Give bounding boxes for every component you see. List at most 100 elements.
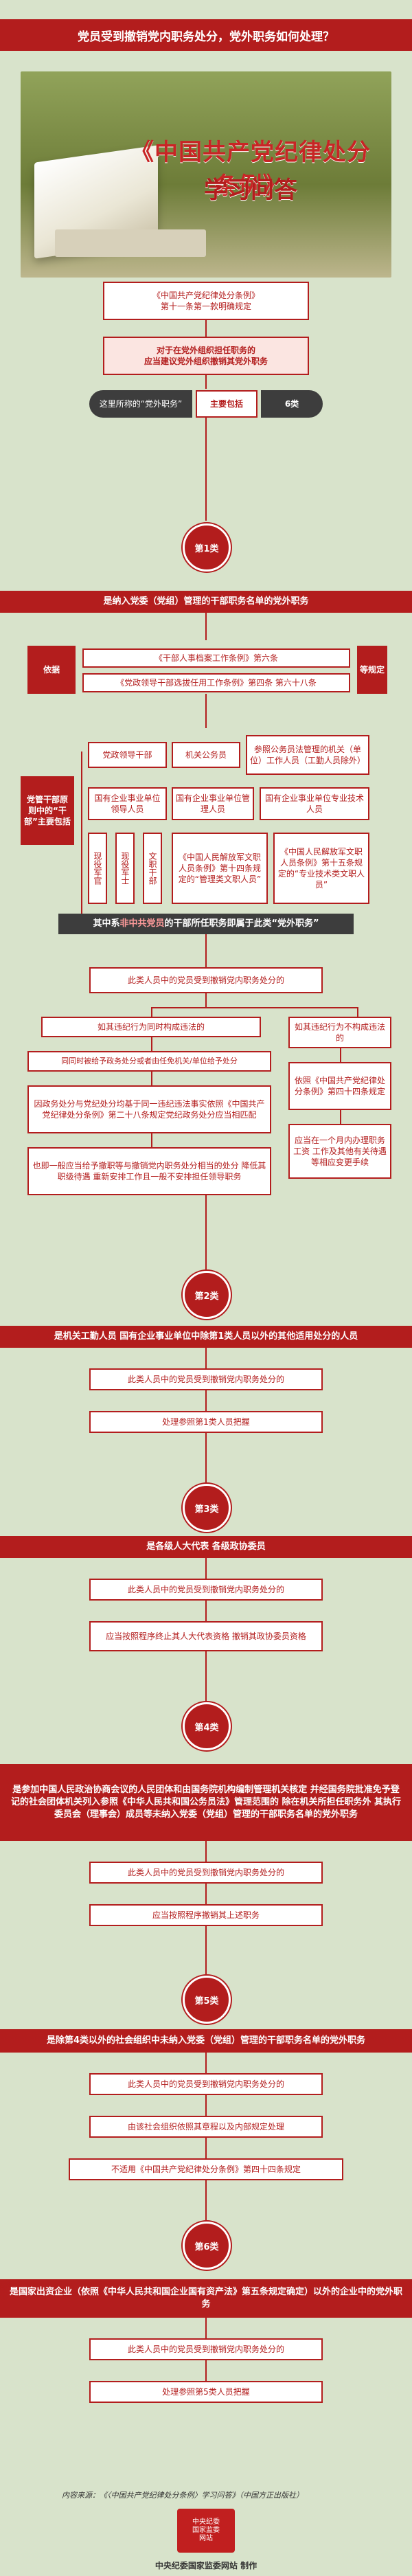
section-3-number: 第3类 <box>183 1484 231 1532</box>
section-1-basis-2: 《党政领导干部选拔任用工作条例》第四条 第六十八条 <box>82 673 350 692</box>
section-4-step-1: 此类人员中的党员受到撤销党内职务处分的 <box>89 1862 323 1884</box>
connector <box>205 1433 207 1484</box>
connector <box>205 1348 207 1368</box>
connector <box>340 1048 341 1062</box>
intro-include-mid: 主要包括 <box>196 390 258 418</box>
connector <box>205 418 207 521</box>
connector <box>151 1133 152 1147</box>
connector <box>205 1601 207 1621</box>
section-1-basis-right: 等规定 <box>357 646 387 694</box>
section-3-step-2: 应当按照程序终止其人大代表资格 撤销其政协委员资格 <box>89 1621 323 1651</box>
section-1-right-step-1: 依照《中国共产党纪律处分条例》第四十四条规定 <box>288 1062 391 1110</box>
connector <box>205 375 207 389</box>
intro-include-right: 6类 <box>261 390 323 418</box>
section-2-number: 第2类 <box>183 1271 231 1319</box>
section-1-left-step-3: 也即一般应当给予撤职等与撤销党内职务处分相当的处分 降低其职级待遇 重新安排工作… <box>27 1147 271 1195</box>
cadre-item: 国有企业事业单位领导人员 <box>88 787 167 820</box>
section-5-step-3: 不适用《中国共产党纪律处分条例》第四十四条规定 <box>69 2158 343 2180</box>
section-1-band: 是纳入党委（党组）管理的干部职务名单的党外职务 <box>0 591 412 613</box>
connector <box>205 1651 207 1702</box>
section-1-left-step-1: 同同时被给予政务处分或者由任免机关/单位给予处分 <box>27 1051 271 1072</box>
section-1-left-branch: 如其违纪行为同时构成违法的 <box>41 1017 261 1037</box>
band-2-part: 其中系 <box>93 918 120 929</box>
section-4-number: 第4类 <box>183 1702 231 1750</box>
section-1-cadre-label: 党管干部原则中的“干部”主要包括 <box>21 776 74 845</box>
section-5-step-2: 由该社会组织依照其章程以及内部规定处理 <box>89 2116 323 2138</box>
seal-line: 网站 <box>199 2535 213 2542</box>
intro-suggest-line2: 应当建议党外组织撤销其党外职务 <box>144 357 268 366</box>
connector <box>205 1195 207 1271</box>
section-2-step-2: 处理参照第1类人员把握 <box>89 1411 323 1433</box>
connector <box>205 1841 207 1862</box>
connector <box>151 1007 357 1008</box>
section-1-right-branch: 如其违纪行为不构成违法的 <box>288 1017 391 1048</box>
connector <box>205 2053 207 2073</box>
site-logo-seal: 中央纪委 国家监委 网站 <box>177 2509 235 2553</box>
seal-line: 中央纪委 <box>192 2518 220 2526</box>
intro-rule-box: 《中国共产党纪律处分条例》 第十一条第一款明确规定 <box>103 282 309 320</box>
section-2-band: 是机关工勤人员 国有企业事业单位中除第1类人员以外的其他适用处分的人员 <box>0 1326 412 1348</box>
cadre-item: 国有企业事业单位专业技术人员 <box>260 787 369 820</box>
connector <box>205 613 207 640</box>
section-1-left-step-2: 因政务处分与党纪处分均基于同一违纪违法事实依照《中国共产党纪律处分条例》第二十八… <box>27 1085 271 1133</box>
connector <box>205 1558 207 1579</box>
cadre-item: 机关公务员 <box>172 742 240 768</box>
book-stack-illustration <box>55 229 206 257</box>
connector <box>205 320 207 337</box>
cadre-item: 党政领导干部 <box>88 742 167 768</box>
footer-source: 内容来源：《〈中国共产党纪律处分条例〉学习问答》（中国方正出版社） <box>62 2491 304 2500</box>
connector <box>151 1037 152 1051</box>
connector <box>340 1110 341 1124</box>
cadre-item: 现役军官 <box>88 833 107 904</box>
section-1-number: 第1类 <box>183 523 231 572</box>
intro-include-left: 这里所称的“党外职务” <box>89 390 192 418</box>
section-6-band: 是国家出资企业（依照《中华人民共和国企业国有资产法》第五条规定确定）以外的企业中… <box>0 2279 412 2318</box>
section-1-basis-1: 《干部人事档案工作条例》第六条 <box>82 648 350 668</box>
connector <box>205 993 207 1007</box>
cadre-item: 《中国人民解放军文职人员条例》第十四条规定的“管理类文职人员” <box>172 833 268 904</box>
connector <box>151 1007 152 1017</box>
seal-line: 国家监委 <box>192 2527 220 2534</box>
intro-suggest-box: 对于在党外组织担任职务的 应当建议党外组织撤销其党外职务 <box>103 337 309 375</box>
hero-subtitle: 学习问答 <box>204 177 297 204</box>
cadre-item: 参照公务员法管理的机关（单位）工作人员（工勤人员除外） <box>246 735 369 775</box>
section-6-step-2: 处理参照第5类人员把握 <box>89 2381 323 2403</box>
connector <box>205 934 207 967</box>
section-6-step-1: 此类人员中的党员受到撤销党内职务处分的 <box>89 2338 323 2360</box>
section-3-step-1: 此类人员中的党员受到撤销党内职务处分的 <box>89 1579 323 1601</box>
section-1-basis-label: 依据 <box>27 646 76 694</box>
cadre-item: 现役军士 <box>115 833 135 904</box>
intro-rule-line1: 《中国共产党纪律处分条例》 <box>152 291 260 300</box>
connector <box>205 2360 207 2381</box>
hero-title: 《中国共产党纪律处分条例》 <box>130 139 371 200</box>
connector <box>205 694 207 728</box>
section-5-band: 是除第4类以外的社会组织中未纳入党委（党组）管理的干部职务名单的党外职务 <box>0 2029 412 2053</box>
cadre-item: 《中国人民解放军文职人员条例》第十五条规定的“专业技术类文职人员” <box>273 833 369 904</box>
section-1-right-step-2: 应当在一个月内办理职务 工资 工作及其他有关待遇等相应变更手续 <box>288 1124 391 1179</box>
connector <box>81 752 82 916</box>
connector <box>357 1007 358 1017</box>
cadre-item: 文职干部 <box>143 833 162 904</box>
connector <box>151 1072 152 1085</box>
connector <box>205 1884 207 1904</box>
section-4-step-2: 应当按照程序撤销其上述职务 <box>89 1904 323 1926</box>
cadre-item: 国有企业事业单位管理人员 <box>172 787 254 820</box>
connector <box>205 1390 207 1411</box>
section-5-number: 第5类 <box>183 1976 231 2024</box>
hero-image: 《中国共产党纪律处分条例》 学习问答 <box>21 71 391 278</box>
section-5-step-1: 此类人员中的党员受到撤销党内职务处分的 <box>89 2073 323 2095</box>
section-4-band: 是参加中国人民政治协商会议的人民团体和由国务院机构编制管理机关核定 并经国务院批… <box>0 1764 412 1841</box>
intro-rule-line2: 第十一条第一款明确规定 <box>160 302 251 311</box>
page-title: 党员受到撤销党内职务处分，党外职务如何处理？ <box>0 19 412 51</box>
connector <box>205 2318 207 2338</box>
connector <box>205 2095 207 2116</box>
connector <box>205 2180 207 2222</box>
section-2-step-1: 此类人员中的党员受到撤销党内职务处分的 <box>89 1368 323 1390</box>
intro-suggest-line1: 对于在党外组织担任职务的 <box>156 346 255 355</box>
footer-credit: 中央纪委国家监委网站 制作 <box>154 2561 258 2571</box>
section-6-number: 第6类 <box>183 2222 231 2270</box>
band-2-part-highlight: 非中共党员 <box>119 918 165 929</box>
connector <box>205 1926 207 1976</box>
section-1-flow-main: 此类人员中的党员受到撤销党内职务处分的 <box>89 967 323 993</box>
